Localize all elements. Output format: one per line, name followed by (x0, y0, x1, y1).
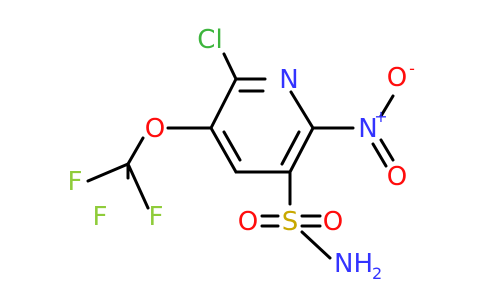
atom-o-sulfonyl-right: O (323, 207, 343, 237)
bond-s-nh2 (300, 230, 332, 260)
bond-n1-c6 (289, 90, 315, 130)
bond-c-f-left (86, 162, 130, 183)
atom-n-nitro: N (358, 114, 377, 144)
atom-labels: Cl N O F F F N + O - O S O O NH 2 (68, 25, 415, 283)
atom-o-ether: O (145, 114, 165, 144)
atom-f-top: F (68, 167, 83, 197)
atom-cl: Cl (197, 25, 222, 55)
bond-c4-c3-inner (222, 130, 242, 162)
atom-f-right: F (149, 202, 164, 232)
bond-nitro-o-bottom-b (371, 142, 388, 168)
bond-c6-c5 (288, 126, 315, 174)
atom-o-sulfonyl-left: O (238, 207, 258, 237)
bond-c2-cl (222, 52, 238, 81)
bond-c-f-right (126, 162, 150, 210)
bond-o-cf3 (126, 136, 145, 166)
bond-nitro-o-top (379, 94, 395, 118)
atom-f-left: F (93, 202, 108, 232)
substituent-bonds (86, 52, 395, 260)
atom-nh2-subscript: 2 (372, 264, 382, 283)
bond-c3-c2 (209, 77, 238, 130)
atom-n-ring: N (279, 65, 298, 95)
atom-o-nitro-bottom: O (387, 162, 407, 192)
bond-c4-c3 (209, 126, 238, 174)
pyridine-ring (209, 77, 315, 174)
charge-n-nitro: + (374, 107, 387, 126)
atom-nh2: NH (334, 249, 373, 279)
charge-o-nitro-top: - (409, 59, 415, 78)
atom-o-nitro-top: O (387, 63, 407, 93)
bond-c6-c5-inner (280, 130, 301, 166)
bond-nitro-o-bottom-a (379, 138, 395, 162)
atom-s: S (282, 207, 299, 237)
